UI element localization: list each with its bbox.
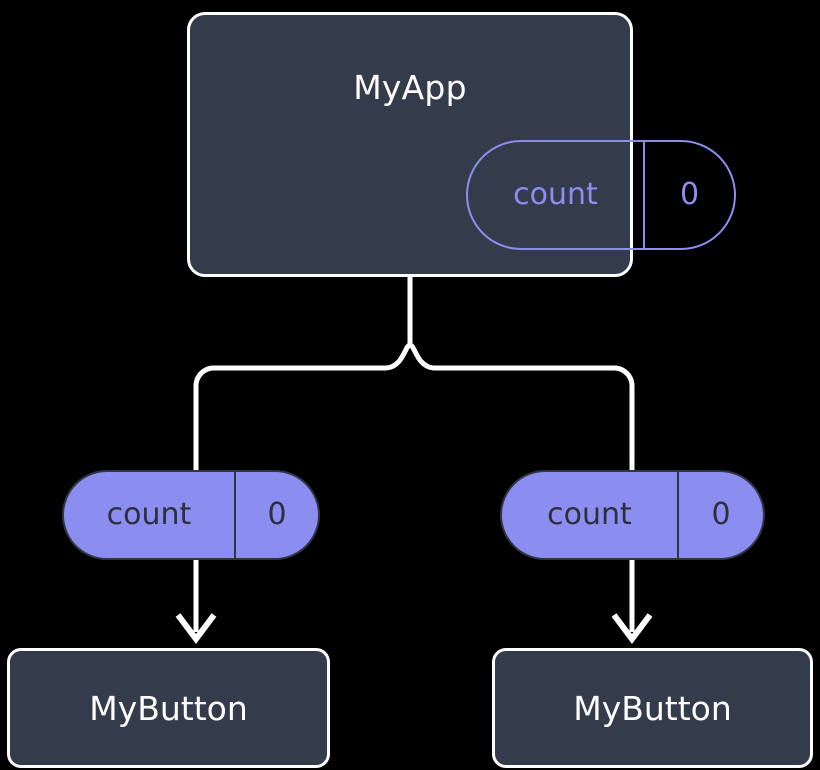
prop-pill-value: 0 [711, 497, 731, 532]
node-mybutton-left-label: MyButton [89, 688, 248, 728]
node-mybutton-right[interactable]: MyButton [492, 648, 813, 768]
prop-pill-left-count[interactable]: count 0 [62, 470, 320, 560]
prop-pill-right-count[interactable]: count 0 [500, 470, 765, 560]
node-myapp[interactable]: MyApp count 0 [187, 12, 736, 277]
state-pill-value: 0 [679, 177, 700, 212]
prop-pill-key: count [502, 472, 679, 558]
state-pill-key: count [468, 142, 645, 248]
prop-pill-key: count [64, 472, 236, 558]
state-pill-myapp-count[interactable]: count 0 [466, 140, 736, 250]
node-mybutton-left[interactable]: MyButton [7, 648, 330, 768]
prop-pill-value: 0 [267, 497, 287, 532]
edge-fork-right [407, 342, 635, 473]
node-mybutton-right-label: MyButton [573, 688, 732, 728]
edge-fork-left [193, 342, 413, 473]
arrow-head-right-icon [611, 613, 653, 644]
node-myapp-label: MyApp [353, 68, 467, 107]
arrow-head-left-icon [175, 613, 217, 644]
